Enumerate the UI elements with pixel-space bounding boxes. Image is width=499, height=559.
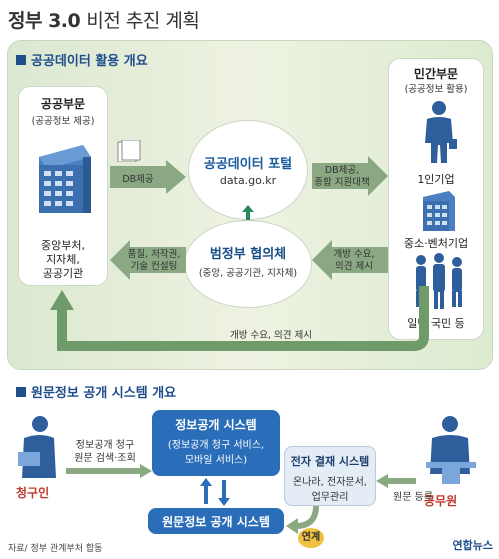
approval-detail-2: 업무관리 — [311, 492, 349, 503]
disclosure-detail-2: 모바일 서비스) — [184, 455, 248, 466]
requester-label: 청구인 — [16, 486, 50, 500]
agency-logo: 연합뉴스 — [452, 539, 493, 552]
link-badge: 연계 — [298, 528, 324, 548]
org-public: 공공기관 — [42, 267, 84, 280]
public-sector-box: 공공부문 (공공정보 제공) 중앙부처, 지자체, 공공기관 — [18, 86, 108, 286]
original-system-title: 원문정보 공개 시스템 — [162, 515, 270, 529]
original-system-box: 원문정보 공개 시스템 — [148, 508, 284, 534]
demand-label-1: 개방 수요, — [333, 249, 375, 260]
request-label-2: 원문 검색·조회 — [74, 453, 136, 464]
org-local: 지자체, — [46, 253, 80, 266]
private-sector-title: 민간부문 — [413, 67, 459, 81]
title-rest: 비전 추진 계획 — [86, 10, 200, 32]
citizens-icon — [416, 253, 462, 309]
request-arrow — [66, 464, 152, 478]
council-title: 범정부 협의체 — [209, 247, 287, 262]
source-footer: 자료/ 정부 관계부처 합동 — [8, 544, 103, 554]
feedback-label: 개방 수요, 의견 제시 — [230, 330, 312, 341]
data-portal-url: data.go.kr — [219, 174, 277, 187]
heading-square-icon — [16, 55, 26, 65]
demand-label-2: 의견 제시 — [335, 261, 373, 272]
db-support-arrow — [312, 156, 388, 196]
db-support-label-2: 종합 지원대책 — [314, 177, 370, 188]
public-sector-title: 공공부문 — [40, 97, 86, 111]
data-portal-title: 공공데이터 포털 — [203, 157, 293, 172]
quality-arrow — [110, 240, 186, 280]
group-solo-business: 1인기업 — [417, 173, 455, 186]
quality-label-1: 품질, 저작권, — [127, 249, 181, 260]
disclosure-system-title: 정보공개 시스템 — [175, 418, 257, 432]
db-provide-label: DB제공 — [122, 174, 154, 185]
quality-label-2: 기술 컨설팅 — [130, 261, 178, 272]
approval-detail-1: 온나라, 전자문서, — [293, 477, 367, 488]
businessman-icon — [425, 101, 457, 163]
feedback-loop-arrow — [50, 286, 429, 351]
db-support-label-1: DB제공, — [324, 165, 360, 176]
disclosure-system-box: 정보공개 시스템 (정보공개 청구 서비스, 모바일 서비스) — [152, 410, 280, 476]
link-arrow — [286, 506, 319, 534]
db-provide-arrow — [110, 160, 186, 194]
register-label: 원문 등록 — [393, 492, 433, 503]
document-icon — [117, 140, 141, 162]
register-arrow — [376, 474, 416, 488]
request-label-1: 정보공개 청구 — [75, 440, 135, 451]
government-building-icon — [39, 145, 91, 213]
public-sector-subtitle: (공공정보 제공) — [31, 116, 95, 127]
data-portal-circle: 공공데이터 포털 data.go.kr — [188, 120, 308, 220]
official-label: 공무원 — [424, 494, 458, 508]
section1-heading: 공공데이터 활용 개요 — [16, 50, 148, 69]
title-bold: 정부 3.0 — [8, 10, 81, 32]
demand-arrow — [312, 240, 388, 280]
disclosure-detail-1: (정보공개 청구 서비스, — [167, 440, 265, 451]
approval-system-title: 전자 결재 시스템 — [290, 455, 370, 468]
org-central: 중앙부처, — [41, 239, 85, 252]
requester-icon — [18, 416, 56, 478]
council-circle: 범정부 협의체 (중앙, 공공기관, 지자체) — [184, 220, 312, 308]
group-sme-venture: 중소·벤처기업 — [403, 237, 469, 250]
private-sector-subtitle: (공공정보 활용) — [404, 84, 468, 95]
section2-heading: 원문정보 공개 시스템 개요 — [16, 382, 176, 401]
official-icon — [426, 416, 476, 484]
sync-arrows-icon — [200, 478, 230, 506]
page-title: 정부 3.0 비전 추진 계획 — [8, 6, 200, 33]
approval-system-box: 전자 결재 시스템 온나라, 전자문서, 업무관리 — [284, 446, 376, 506]
council-members: (중앙, 공공기관, 지자체) — [198, 268, 298, 279]
heading-square-icon — [16, 387, 26, 397]
office-building-icon — [423, 191, 455, 231]
